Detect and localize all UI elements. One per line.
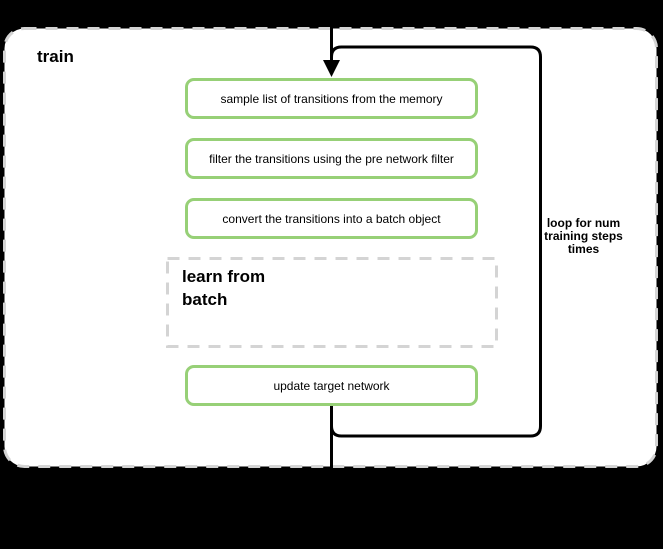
container-title: train xyxy=(37,47,74,66)
learn-from-batch-label: learn from batch xyxy=(182,267,266,309)
step-filter-transitions: filter the transitions using the pre net… xyxy=(185,138,478,179)
loop-annotation: loop for num training steps times xyxy=(544,216,623,256)
loop-boundary xyxy=(330,45,542,438)
arrowhead-icon xyxy=(323,60,340,77)
step-label: update target network xyxy=(273,378,390,393)
step-label: filter the transitions using the pre net… xyxy=(209,151,454,166)
step-update-target-network: update target network xyxy=(185,365,478,406)
step-convert-to-batch: convert the transitions into a batch obj… xyxy=(185,198,478,239)
step-sample-transitions: sample list of transitions from the memo… xyxy=(185,78,478,119)
step-label: convert the transitions into a batch obj… xyxy=(222,211,441,226)
step-label: sample list of transitions from the memo… xyxy=(220,91,443,106)
